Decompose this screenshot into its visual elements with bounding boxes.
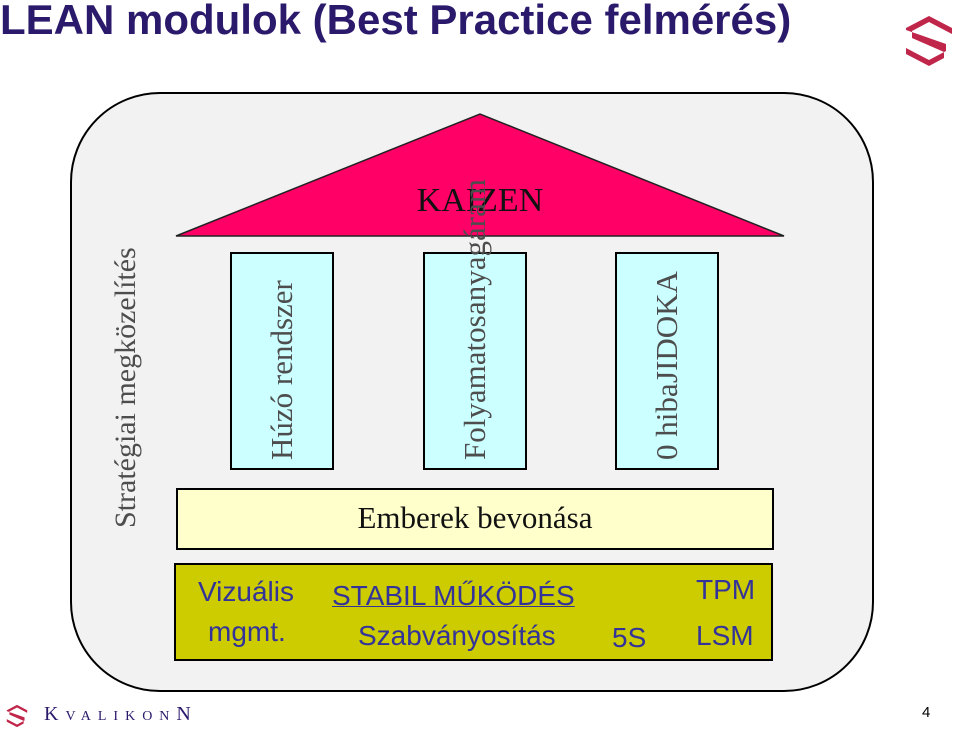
pillar-label-line2: JIDOKA: [649, 271, 684, 384]
pillar-label-line1: 0 hiba: [649, 383, 684, 460]
page-title: LEAN modulok (Best Practice felmérés): [0, 0, 792, 43]
pillar-continuous-flow: Folyamatos anyagáram: [423, 179, 527, 470]
pillar-label: Folyamatos anyagáram: [425, 179, 525, 460]
page-number: 4: [922, 704, 931, 721]
kvalikon-small-logo-icon: [6, 704, 28, 728]
beam-label: Emberek bevonása: [357, 500, 593, 535]
kaizen-roof: [175, 113, 785, 237]
side-label: Stratégiai megközelítés: [109, 247, 142, 528]
standardization-label: Szabványosítás: [358, 620, 556, 651]
kaizen-label: KAIZEN: [416, 182, 544, 219]
brand-middle: VALIKON: [65, 709, 177, 724]
visual-management-line1: Vizuális: [198, 576, 294, 607]
brand-last-letter: N: [176, 703, 198, 725]
pillar-label: Húzó rendszer: [264, 280, 299, 460]
visual-management-line2: mgmt.: [208, 616, 286, 647]
pillar-label-line2: anyagáram: [457, 179, 492, 316]
people-involvement-beam: Emberek bevonása: [176, 488, 774, 550]
pillar-pull-system: Húzó rendszer: [230, 252, 334, 470]
tpm-label: TPM: [696, 574, 756, 605]
brand-name: KVALIKONN: [44, 703, 198, 726]
brand-first-letter: K: [44, 703, 66, 725]
pillar-label-line1: Folyamatos: [457, 315, 492, 460]
stable-operation-label: STABIL MŰKÖDÉS: [332, 580, 575, 611]
kvalikon-logo-icon: [906, 16, 952, 66]
lsm-label: LSM: [696, 620, 754, 651]
five-s-label: 5S: [612, 622, 647, 653]
pillar-label: 0 hiba JIDOKA: [617, 260, 717, 460]
stable-operation-foundation: Vizuális mgmt. STABIL MŰKÖDÉS Szabványos…: [174, 563, 773, 661]
pillar-zero-defect: 0 hiba JIDOKA: [615, 252, 719, 470]
